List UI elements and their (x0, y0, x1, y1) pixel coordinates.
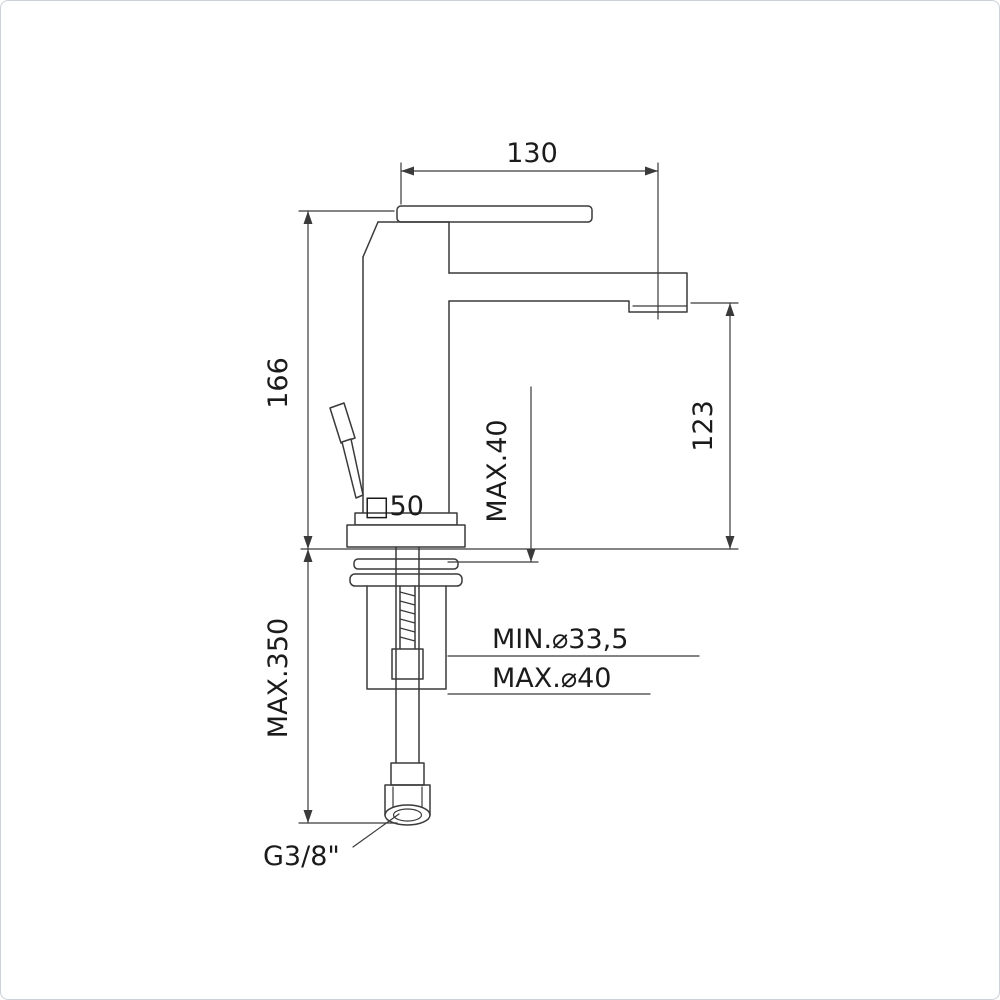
arrowhead-bottom (725, 536, 735, 549)
label-hole-diameters: MIN.⌀33,5 MAX.⌀40 (447, 624, 700, 695)
leader-line (352, 813, 400, 848)
clamp-bracket (366, 585, 447, 690)
arrowhead-top (303, 211, 313, 224)
dimension-label-max-diameter: MAX.⌀40 (492, 663, 611, 694)
arrowhead-bottom (303, 536, 313, 549)
arrowhead-top (303, 549, 313, 562)
dimension-spout-projection: 130 (400, 138, 659, 320)
supply-hose (395, 546, 420, 766)
dimension-label-130: 130 (506, 138, 558, 169)
base-plate (346, 524, 466, 548)
dimension-max-deck-thickness: MAX.40 (447, 386, 539, 563)
dimension-label-square50: □50 (364, 491, 424, 522)
popup-rod-knob (329, 402, 356, 444)
arrowhead-top (725, 303, 735, 316)
dimension-label-min-diameter: MIN.⌀33,5 (492, 624, 628, 655)
dimension-body-height: 166 (263, 210, 395, 550)
label-base-square: □50 (364, 491, 424, 522)
washer-upper (353, 558, 459, 570)
hose-nut-body (384, 784, 431, 816)
arrowhead-bottom (303, 810, 313, 823)
stud-thread-hatching (399, 591, 416, 642)
arrowhead-right (645, 166, 658, 176)
label-supply-connection: G3/8" (263, 813, 400, 872)
dimension-label-166: 166 (263, 357, 294, 409)
washer-lower (349, 573, 463, 587)
handle-lever (396, 205, 593, 223)
dimension-max-hose-length: MAX.350 (263, 548, 398, 824)
hose-nut-opening (392, 808, 423, 822)
faucet-outline (300, 205, 739, 826)
arrowhead-left (401, 166, 414, 176)
head-left-slant (362, 221, 379, 258)
arrowhead-bottom (526, 549, 536, 562)
dimension-label-max350: MAX.350 (263, 618, 294, 738)
popup-rod-shaft (341, 438, 364, 499)
stud-nut (391, 648, 424, 680)
dimension-label-max40: MAX.40 (482, 419, 513, 522)
hose-crimp-collar (390, 762, 425, 786)
dimension-label-123: 123 (688, 400, 719, 452)
hose-nut-bottom (384, 804, 431, 826)
dimension-spout-outlet-height: 123 (688, 302, 739, 550)
dimension-label-g38: G3/8" (263, 841, 340, 872)
